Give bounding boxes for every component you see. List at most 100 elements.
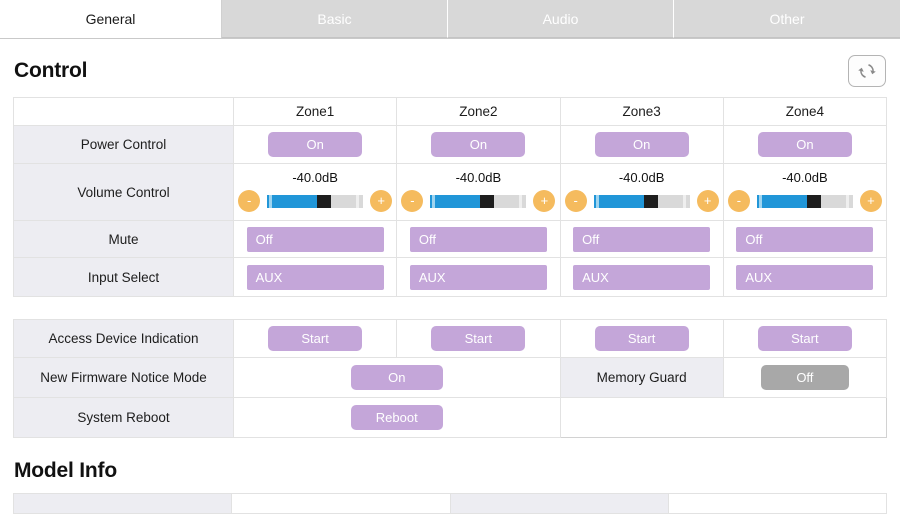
- model-info-row: [12, 493, 888, 514]
- volume-increase-zone1[interactable]: +: [370, 190, 393, 212]
- input-select-button-zone1[interactable]: AUX: [246, 264, 384, 290]
- access-device-cell-zone1: Start: [232, 319, 398, 358]
- start-button-zone3[interactable]: Start: [594, 326, 689, 351]
- access-device-cell-zone4: Start: [722, 319, 888, 358]
- volume-slider-tick-left: [595, 194, 599, 208]
- mute-button-zone3[interactable]: Off: [573, 226, 711, 252]
- input-select-row: Input Select AUX AUX AUX AUX: [13, 257, 888, 297]
- model-info-label-1: [12, 493, 233, 514]
- volume-value-zone2: -40.0dB: [455, 170, 502, 185]
- control-table: Zone1 Zone2 Zone3 Zone4 Power Control On…: [13, 97, 888, 297]
- mute-row: Mute Off Off Off Off: [13, 220, 888, 258]
- power-button-zone1[interactable]: On: [268, 132, 363, 157]
- input-select-cell-zone3: AUX: [559, 257, 724, 297]
- power-button-zone4[interactable]: On: [757, 132, 852, 157]
- tab-basic[interactable]: Basic: [222, 0, 448, 38]
- volume-slider-tick-left: [758, 194, 762, 208]
- mute-cell-zone1: Off: [232, 220, 398, 258]
- volume-slider-fill: [430, 194, 484, 208]
- tab-bar: General Basic Audio Other: [0, 0, 900, 39]
- input-select-button-zone2[interactable]: AUX: [409, 264, 547, 290]
- volume-increase-zone2[interactable]: +: [533, 190, 556, 212]
- volume-slider-zone3[interactable]: [593, 194, 690, 208]
- volume-decrease-zone3[interactable]: -: [564, 190, 587, 212]
- volume-slider-tick-right: [682, 194, 686, 208]
- zone-header-blank: [13, 97, 234, 126]
- zone-header-1: Zone1: [232, 97, 398, 126]
- access-device-cell-zone3: Start: [559, 319, 724, 358]
- memory-guard-cell: Off: [722, 357, 888, 398]
- system-reboot-row: System Reboot Reboot: [13, 397, 887, 438]
- access-device-cell-zone2: Start: [396, 319, 561, 358]
- row-label-system-reboot: System Reboot: [13, 397, 234, 438]
- row-label-input-select: Input Select: [13, 257, 234, 297]
- zone-header-4: Zone4: [722, 97, 888, 126]
- tab-basic-label: Basic: [317, 10, 352, 27]
- volume-slider-zone2[interactable]: [430, 194, 527, 208]
- power-cell-zone1: On: [232, 125, 398, 164]
- tab-audio[interactable]: Audio: [448, 0, 674, 38]
- access-device-indication-row: Access Device Indication Start Start Sta…: [13, 319, 888, 358]
- volume-decrease-zone1[interactable]: -: [238, 190, 261, 212]
- control-section-header: Control: [0, 39, 900, 97]
- mute-button-zone2[interactable]: Off: [409, 226, 547, 252]
- volume-slider-zone4[interactable]: [756, 194, 853, 208]
- row-label-new-firmware-notice-mode: New Firmware Notice Mode: [13, 357, 234, 398]
- volume-increase-zone4[interactable]: +: [859, 190, 882, 212]
- tab-general-label: General: [85, 11, 136, 27]
- row-label-memory-guard: Memory Guard: [559, 357, 724, 398]
- row-label-access-device-indication: Access Device Indication: [13, 319, 234, 358]
- mute-button-zone4[interactable]: Off: [736, 226, 874, 252]
- table-gap: [0, 297, 900, 319]
- input-select-button-zone4[interactable]: AUX: [736, 264, 874, 290]
- volume-slider-tick-left: [269, 194, 273, 208]
- tab-other[interactable]: Other: [674, 0, 900, 38]
- zone-header-3: Zone3: [559, 97, 724, 126]
- input-select-button-zone3[interactable]: AUX: [573, 264, 711, 290]
- system-reboot-button[interactable]: Reboot: [350, 405, 443, 430]
- mute-button-zone1[interactable]: Off: [246, 226, 384, 252]
- memory-guard-button[interactable]: Off: [760, 365, 849, 390]
- firmware-memoryguard-row: New Firmware Notice Mode On Memory Guard…: [13, 357, 888, 398]
- system-reboot-empty-1: [560, 397, 724, 438]
- tab-general[interactable]: General: [0, 0, 222, 38]
- volume-control-row: Volume Control -40.0dB - +: [13, 163, 888, 221]
- volume-slider-tick-right: [356, 194, 360, 208]
- volume-value-zone1: -40.0dB: [292, 170, 338, 185]
- input-select-cell-zone2: AUX: [396, 257, 561, 297]
- volume-increase-zone3[interactable]: +: [696, 190, 719, 212]
- power-cell-zone3: On: [559, 125, 724, 164]
- power-button-zone3[interactable]: On: [594, 132, 689, 157]
- start-button-zone2[interactable]: Start: [431, 326, 526, 351]
- volume-cell-zone1: -40.0dB - +: [232, 163, 398, 221]
- refresh-button[interactable]: [848, 55, 886, 87]
- volume-slider-thumb[interactable]: [480, 194, 495, 208]
- row-label-mute: Mute: [13, 220, 234, 258]
- power-button-zone2[interactable]: On: [431, 132, 526, 157]
- zone-header-row: Zone1 Zone2 Zone3 Zone4: [13, 97, 888, 126]
- new-firmware-notice-mode-button[interactable]: On: [350, 365, 443, 390]
- volume-cell-zone2: -40.0dB - +: [396, 163, 561, 221]
- page-title: Control: [14, 59, 88, 82]
- volume-slider-thumb[interactable]: [317, 194, 332, 208]
- start-button-zone1[interactable]: Start: [268, 326, 363, 351]
- new-firmware-notice-mode-cell: On: [233, 357, 561, 398]
- row-label-volume-control: Volume Control: [13, 163, 234, 221]
- volume-slider-zone1[interactable]: [267, 194, 364, 208]
- volume-slider-thumb[interactable]: [643, 194, 658, 208]
- volume-decrease-zone2[interactable]: -: [401, 190, 424, 212]
- tab-audio-label: Audio: [542, 10, 579, 27]
- volume-slider-fill: [593, 194, 647, 208]
- tab-other-label: Other: [769, 10, 805, 27]
- system-reboot-empty-2: [723, 397, 887, 438]
- volume-slider-thumb[interactable]: [806, 194, 821, 208]
- mute-cell-zone3: Off: [559, 220, 724, 258]
- input-select-cell-zone1: AUX: [232, 257, 398, 297]
- model-info-label-2: [449, 493, 669, 514]
- input-select-cell-zone4: AUX: [722, 257, 888, 297]
- volume-decrease-zone4[interactable]: -: [727, 190, 750, 212]
- start-button-zone4[interactable]: Start: [757, 326, 852, 351]
- volume-slider-tick-right: [519, 194, 523, 208]
- system-table: Access Device Indication Start Start Sta…: [13, 319, 888, 438]
- volume-slider-fill: [267, 194, 320, 208]
